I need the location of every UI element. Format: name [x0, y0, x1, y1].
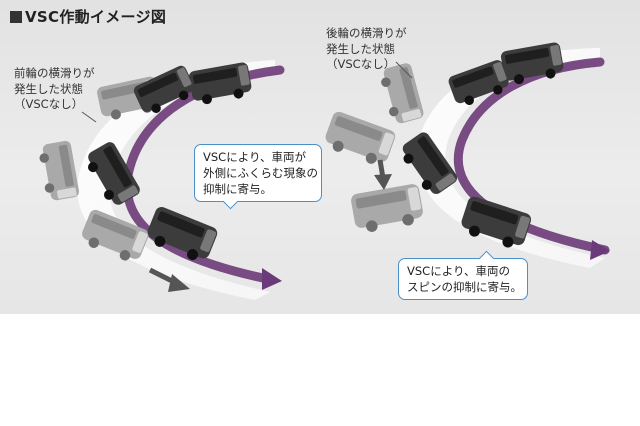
title-square-icon: [10, 11, 22, 23]
page-title: VSC作動イメージ図: [10, 6, 166, 27]
left-callout-line: 外側にふくらむ現象の: [203, 166, 318, 180]
minibus-icon: [350, 183, 425, 235]
minibus-icon: [447, 58, 512, 110]
right-note-line: （VSCなし）: [326, 57, 396, 71]
left-callout: VSCにより、車両が 外側にふくらむ現象の 抑制に寄与。: [194, 144, 322, 210]
left-callout-line: 抑制に寄与。: [203, 182, 272, 196]
left-callout-line: VSCにより、車両が: [203, 150, 307, 164]
left-note-line: （VSCなし）: [14, 97, 84, 111]
right-vsc-arrowhead: [590, 240, 610, 260]
right-callout-line: VSCにより、車両の: [407, 264, 511, 278]
scene-illustration: [37, 41, 610, 300]
minibus-icon: [458, 195, 533, 253]
right-note: 後輪の横滑りが 発生した状態 （VSCなし）: [326, 26, 407, 73]
right-note-pointer: [395, 61, 413, 79]
left-note-line: 前輪の横滑りが: [14, 66, 95, 80]
minibus-icon: [188, 61, 254, 107]
arrow-icon: [168, 274, 190, 292]
right-callout-line: スピンの抑制に寄与。: [407, 280, 522, 294]
left-note-pointer: [81, 111, 97, 123]
left-note-line: 発生した状態: [14, 81, 83, 96]
arrow-icon: [374, 174, 392, 190]
right-note-line: 後輪の横滑りが: [326, 26, 407, 40]
right-callout: VSCにより、車両の スピンの抑制に寄与。: [398, 250, 528, 300]
minibus-icon: [321, 110, 398, 169]
minibus-icon: [37, 140, 80, 202]
left-note: 前輪の横滑りが 発生した状態 （VSCなし）: [14, 66, 95, 113]
right-note-line: 発生した状態: [326, 41, 395, 56]
left-vsc-arrowhead: [262, 268, 282, 290]
